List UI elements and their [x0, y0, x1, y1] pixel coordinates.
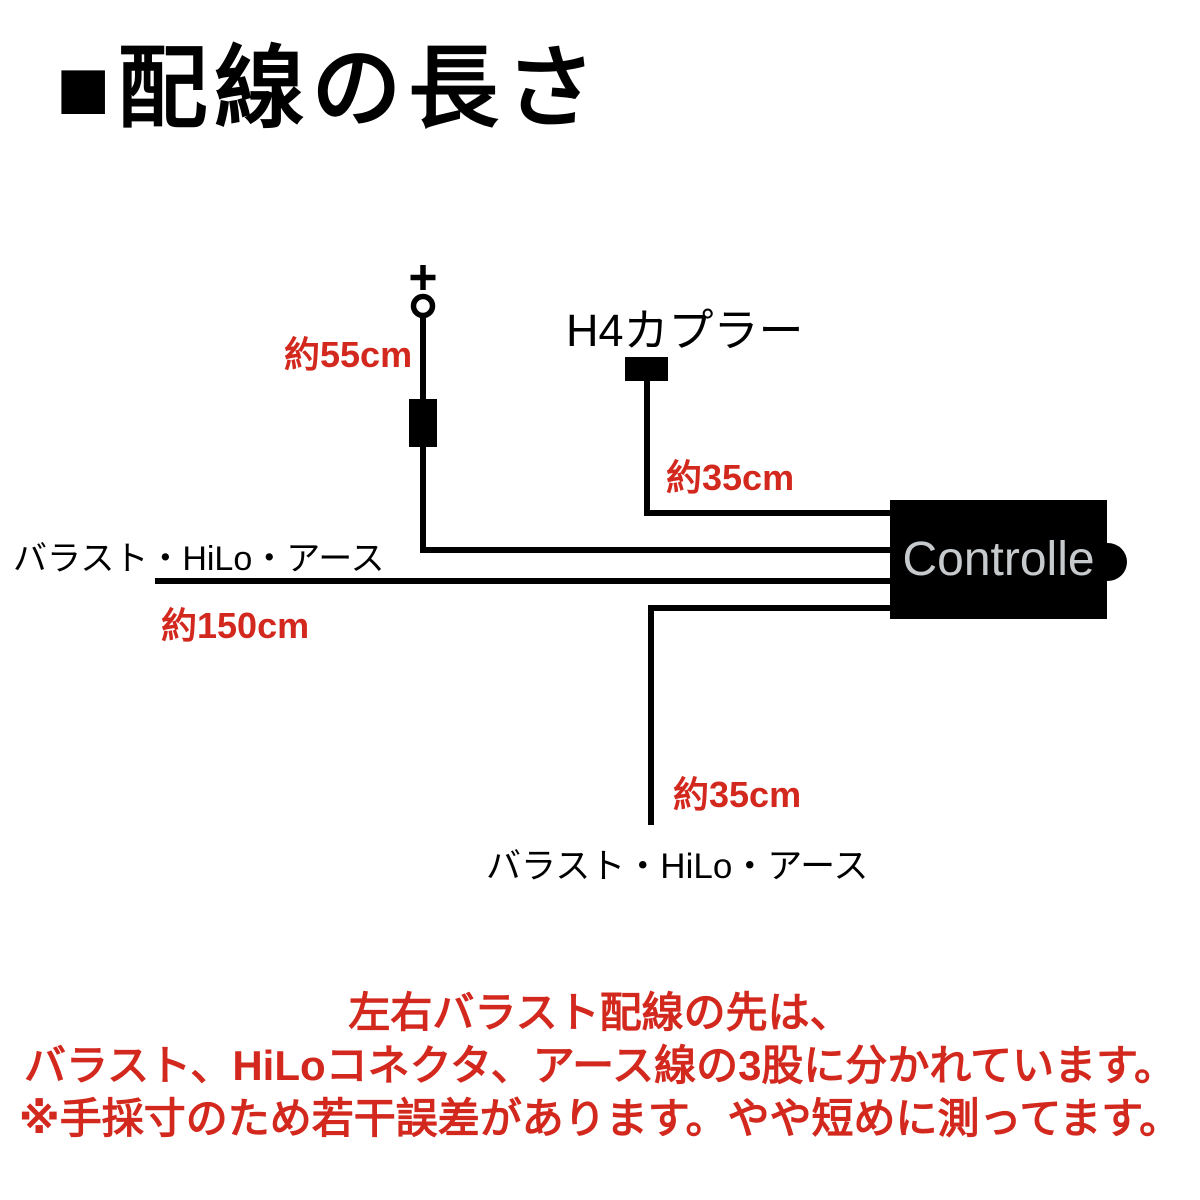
battery-wire-length-label: 約55cm	[284, 334, 413, 375]
footer-note-line2: バラスト、HiLoコネクタ、アース線の3股に分かれています。	[24, 1042, 1176, 1089]
bottom-wire-length-label: 約35cm	[673, 774, 802, 815]
h4-connector-label: H4カプラー	[566, 305, 804, 356]
ring-terminal-icon	[410, 293, 436, 319]
main-wire-length-label: 約150cm	[161, 605, 310, 646]
page-title: ■配線の長さ	[56, 39, 603, 139]
fuse-block	[409, 399, 437, 447]
controller-box	[890, 500, 1107, 619]
footer-note-line1: 左右バラスト配線の先は、	[348, 989, 852, 1036]
bottom-wire	[648, 605, 892, 825]
battery-wire	[420, 316, 892, 553]
footer-note: 左右バラスト配線の先は、 バラスト、HiLoコネクタ、アース線の3股に分かれてい…	[0, 986, 1200, 1145]
controller-label: Controlle	[902, 533, 1095, 586]
left-wire-label: バラスト・HiLo・アース	[13, 540, 385, 578]
battery-plus-icon	[410, 265, 436, 290]
footer-note-line3: ※手採寸のため若干誤差があります。やや短めに測ってます。	[18, 1095, 1182, 1142]
h4-connector-icon	[625, 357, 668, 381]
h4-wire-length-label: 約35cm	[666, 457, 795, 498]
bottom-wire-label: バラスト・HiLo・アース	[486, 847, 869, 886]
h4-wire	[644, 381, 892, 516]
